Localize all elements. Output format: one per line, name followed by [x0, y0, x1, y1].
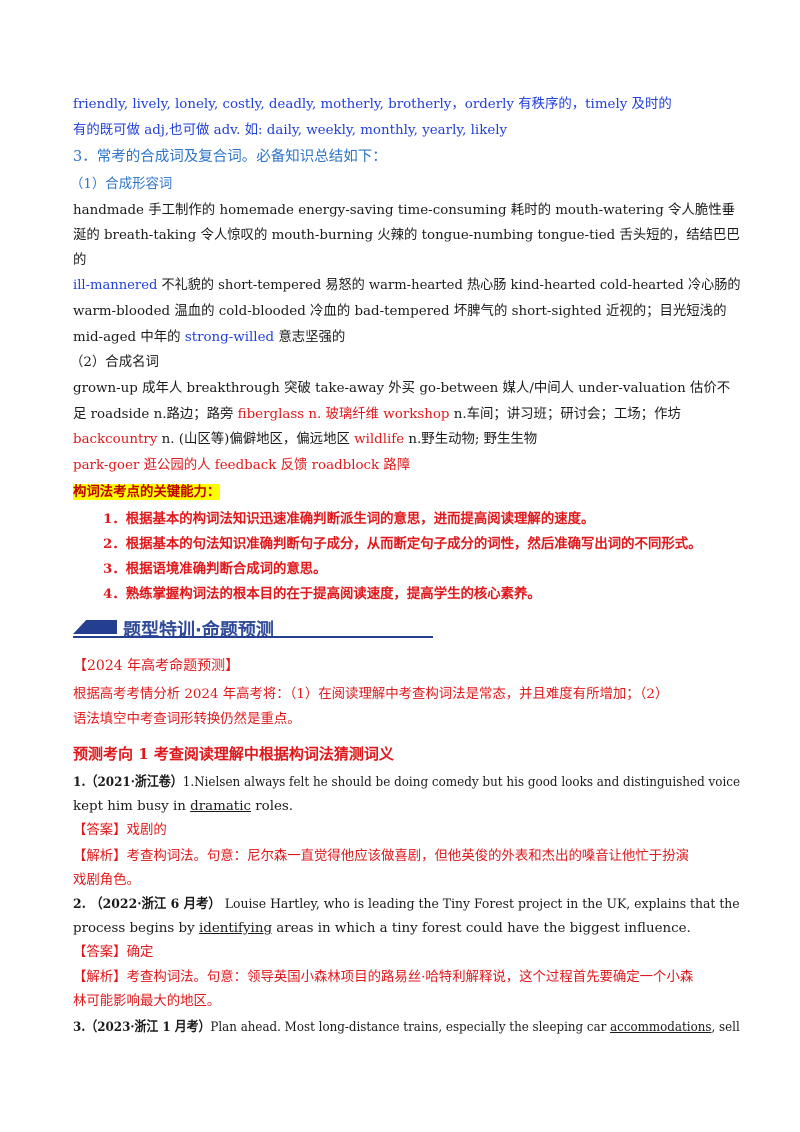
target-word: identifying [198, 921, 273, 936]
explanation-label: 【解析】 [73, 970, 127, 985]
text-line: ill-mannered 不礼貌的 short-tempered 易怒的 war… [73, 276, 740, 296]
answer-text: 确定 [126, 945, 154, 960]
highlighted-heading: 构词法考点的关键能力： [73, 484, 221, 500]
term: fiberglass n. 玻璃纤维 workshop [237, 407, 450, 422]
term-text: 不礼貌的 short-tempered 易怒的 warm-hearted 热心肠… [157, 278, 741, 293]
term-text: n. (山区等)偏僻地区，偏远地区 [157, 432, 355, 447]
answer-line: 【答案】确定 [73, 943, 153, 963]
explanation-text: 考查构词法。句意：尼尔森一直觉得他应该做喜剧，但他英俊的外表和杰出的嗓音让他忙于… [126, 849, 689, 864]
term-text: n.车间；讲习班；研讨会；工场；作坊 [449, 407, 681, 422]
banner-bar [73, 620, 117, 634]
key-ability-item: 4．熟练掌握构词法的根本目的在于提高阅读速度，提高学生的核心素养。 [103, 586, 541, 602]
explanation-line: 【解析】考查构词法。句意：领导英国小森林项目的路易丝·哈特利解释说，这个过程首先… [73, 968, 693, 988]
key-ability-item: 1．根据基本的构词法知识迅速准确判断派生词的意思，进而提高阅读理解的速度。 [103, 511, 595, 527]
explanation-line: 【解析】考查构词法。句意：尼尔森一直觉得他应该做喜剧，但他英俊的外表和杰出的嗓音… [73, 847, 689, 867]
text-line: 语法填空中考查词形转换仍然是重点。 [73, 712, 301, 727]
text-line: 的 [73, 253, 87, 268]
term-text: mid-aged 中年的 [73, 330, 185, 345]
target-word: accommodations [610, 1020, 712, 1035]
term: wildlife [354, 432, 405, 447]
question-source: 2. （2022·浙江 6 月考） [73, 896, 221, 912]
text-line: backcountry n. (山区等)偏僻地区，偏远地区 wildlife n… [73, 430, 537, 450]
text-line: warm-blooded 温血的 cold-blooded 冷血的 bad-te… [73, 304, 727, 319]
banner-title: 题型特训·命题预测 [123, 620, 274, 641]
term: ill-mannered [73, 278, 158, 293]
subsection-heading: （1）合成形容词 [70, 177, 173, 192]
question-line: kept him busy in dramatic roles. [73, 797, 293, 817]
text-line: friendly, lively, lonely, costly, deadly… [73, 97, 672, 112]
question-line: 3.（2023·浙江 1 月考）Plan ahead. Most long-di… [73, 1017, 740, 1038]
question-line: 1.（2021·浙江卷）1.Nielsen always felt he sho… [73, 772, 740, 793]
explanation-line: 戏剧角色。 [73, 873, 140, 888]
answer-text: 戏剧的 [126, 823, 167, 838]
section-banner: 题型特训·命题预测 [73, 614, 433, 642]
question-source: 3.（2023·浙江 1 月考） [73, 1019, 211, 1035]
answer-line: 【答案】戏剧的 [73, 821, 167, 841]
term-text: n.野生动物; 野生生物 [404, 432, 538, 447]
text-line: grown-up 成年人 breakthrough 突破 take-away 外… [73, 381, 731, 396]
explanation-text: 考查构词法。句意：领导英国小森林项目的路易丝·哈特利解释说，这个过程首先要确定一… [126, 970, 694, 985]
term: strong-willed [184, 330, 275, 345]
section-heading: 3．常考的合成词及复合词。必备知识总结如下： [73, 149, 387, 165]
prediction-heading: 【2024 年高考命题预测】 [73, 658, 240, 674]
question-text: kept him busy in [73, 799, 191, 814]
topic-heading: 预测考向 1 考查阅读理解中根据构词法猜测词义 [73, 745, 394, 763]
key-ability-item: 2．根据基本的句法知识准确判断句子成分，从而断定句子成分的词性，然后准确写出词的… [103, 536, 702, 552]
answer-label: 【答案】 [73, 823, 127, 838]
explanation-line: 林可能影响最大的地区。 [73, 994, 221, 1009]
question-text: , sell [711, 1020, 740, 1035]
key-ability-heading: 构词法考点的关键能力： [73, 482, 221, 502]
banner-rule [73, 636, 433, 638]
text-line: park-goer 逛公园的人 feedback 反馈 roadblock 路障 [73, 458, 411, 473]
question-line: 2. （2022·浙江 6 月考） Louise Hartley, who is… [73, 894, 740, 915]
answer-label: 【答案】 [73, 945, 127, 960]
text-line: 足 roadside n.路边；路旁 fiberglass n. 玻璃纤维 wo… [73, 405, 681, 425]
question-line: process begins by identifying areas in w… [73, 919, 691, 939]
question-source: 1.（2021·浙江卷） [73, 774, 183, 790]
question-text: 1.Nielsen always felt he should be doing… [182, 775, 741, 790]
subsection-heading: （2）合成名词 [70, 355, 159, 370]
term-text: 足 roadside n.路边；路旁 [73, 407, 238, 422]
question-text: Plan ahead. Most long-distance trains, e… [210, 1020, 611, 1035]
term: backcountry [73, 432, 158, 447]
question-text: areas in which a tiny forest could have … [272, 921, 691, 936]
explanation-label: 【解析】 [73, 849, 127, 864]
question-text: roles. [250, 799, 294, 814]
text-line: 有的既可做 adj,也可做 adv. 如: daily, weekly, mon… [73, 123, 508, 138]
text-line: handmade 手工制作的 homemade energy-saving ti… [73, 203, 735, 218]
key-ability-item: 3．根据语境准确判断合成词的意思。 [103, 561, 327, 577]
text-line: 涎的 breath-taking 令人惊叹的 mouth-burning 火辣的… [73, 228, 740, 243]
target-word: dramatic [190, 799, 251, 814]
question-text: process begins by [73, 921, 199, 936]
term-text: 意志坚强的 [274, 330, 346, 345]
question-text: Louise Hartley, who is leading the Tiny … [220, 897, 740, 912]
text-line: mid-aged 中年的 strong-willed 意志坚强的 [73, 328, 345, 348]
text-line: 根据高考考情分析 2024 年高考将：（1）在阅读理解中考查构词法是常态，并且难… [73, 687, 669, 702]
